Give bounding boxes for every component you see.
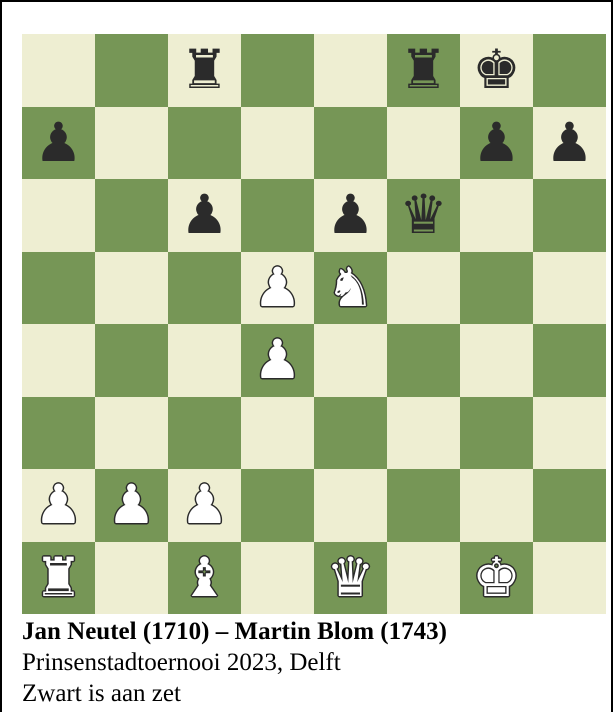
square-h7[interactable]: ♟ [533,107,606,180]
square-g2[interactable] [460,469,533,542]
game-caption: Jan Neutel (1710) – Martin Blom (1743) P… [22,616,602,709]
black-pawn-icon[interactable]: ♟ [545,116,593,170]
square-e1[interactable]: ♛ [314,542,387,615]
square-f8[interactable]: ♜ [387,34,460,107]
square-b4[interactable] [95,324,168,397]
square-f2[interactable] [387,469,460,542]
square-g8[interactable]: ♚ [460,34,533,107]
square-a7[interactable]: ♟ [22,107,95,180]
white-knight-icon[interactable]: ♞ [326,261,374,315]
square-f1[interactable] [387,542,460,615]
square-e7[interactable] [314,107,387,180]
square-c1[interactable]: ♝ [168,542,241,615]
square-h6[interactable] [533,179,606,252]
square-g5[interactable] [460,252,533,325]
square-f3[interactable] [387,397,460,470]
square-e2[interactable] [314,469,387,542]
square-a3[interactable] [22,397,95,470]
white-king-icon[interactable]: ♚ [472,551,520,605]
square-c2[interactable]: ♟ [168,469,241,542]
square-a6[interactable] [22,179,95,252]
black-pawn-icon[interactable]: ♟ [326,188,374,242]
square-g1[interactable]: ♚ [460,542,533,615]
square-g7[interactable]: ♟ [460,107,533,180]
square-e3[interactable] [314,397,387,470]
square-h5[interactable] [533,252,606,325]
square-f4[interactable] [387,324,460,397]
black-pawn-icon[interactable]: ♟ [472,116,520,170]
black-queen-icon[interactable]: ♛ [399,188,447,242]
square-d1[interactable] [241,542,314,615]
square-h4[interactable] [533,324,606,397]
white-pawn-icon[interactable]: ♟ [34,478,82,532]
square-b1[interactable] [95,542,168,615]
square-d4[interactable]: ♟ [241,324,314,397]
square-f7[interactable] [387,107,460,180]
square-a8[interactable] [22,34,95,107]
chess-board[interactable]: ♜ ♜ ♚ ♟ ♟ ♟ ♟ ♟ ♛ ♟ ♞ ♟ ♟ ♟ ♟ ♜ ♝ ♛ ♚ [22,34,606,614]
square-c7[interactable] [168,107,241,180]
square-d8[interactable] [241,34,314,107]
square-d5[interactable]: ♟ [241,252,314,325]
square-b3[interactable] [95,397,168,470]
white-pawn-icon[interactable]: ♟ [180,478,228,532]
event-line: Prinsenstadtoernooi 2023, Delft [22,647,602,678]
square-e5[interactable]: ♞ [314,252,387,325]
white-rook-icon[interactable]: ♜ [34,551,82,605]
white-pawn-icon[interactable]: ♟ [253,333,301,387]
square-a4[interactable] [22,324,95,397]
square-d6[interactable] [241,179,314,252]
square-a5[interactable] [22,252,95,325]
square-a2[interactable]: ♟ [22,469,95,542]
black-pawn-icon[interactable]: ♟ [180,188,228,242]
square-b5[interactable] [95,252,168,325]
square-d7[interactable] [241,107,314,180]
white-pawn-icon[interactable]: ♟ [107,478,155,532]
square-e4[interactable] [314,324,387,397]
square-h2[interactable] [533,469,606,542]
square-g3[interactable] [460,397,533,470]
square-h8[interactable] [533,34,606,107]
black-pawn-icon[interactable]: ♟ [34,116,82,170]
white-queen-icon[interactable]: ♛ [326,551,374,605]
square-e6[interactable]: ♟ [314,179,387,252]
square-c3[interactable] [168,397,241,470]
square-a1[interactable]: ♜ [22,542,95,615]
square-b7[interactable] [95,107,168,180]
black-rook-icon[interactable]: ♜ [180,43,228,97]
square-f5[interactable] [387,252,460,325]
square-g6[interactable] [460,179,533,252]
black-rook-icon[interactable]: ♜ [399,43,447,97]
square-d2[interactable] [241,469,314,542]
to-move-line: Zwart is aan zet [22,678,602,709]
players-line: Jan Neutel (1710) – Martin Blom (1743) [22,616,602,647]
square-c5[interactable] [168,252,241,325]
white-pawn-icon[interactable]: ♟ [253,261,301,315]
square-e8[interactable] [314,34,387,107]
square-c6[interactable]: ♟ [168,179,241,252]
square-b6[interactable] [95,179,168,252]
black-king-icon[interactable]: ♚ [472,43,520,97]
square-b2[interactable]: ♟ [95,469,168,542]
square-h3[interactable] [533,397,606,470]
square-b8[interactable] [95,34,168,107]
square-c8[interactable]: ♜ [168,34,241,107]
square-d3[interactable] [241,397,314,470]
square-c4[interactable] [168,324,241,397]
square-g4[interactable] [460,324,533,397]
square-f6[interactable]: ♛ [387,179,460,252]
white-bishop-icon[interactable]: ♝ [180,551,228,605]
square-h1[interactable] [533,542,606,615]
